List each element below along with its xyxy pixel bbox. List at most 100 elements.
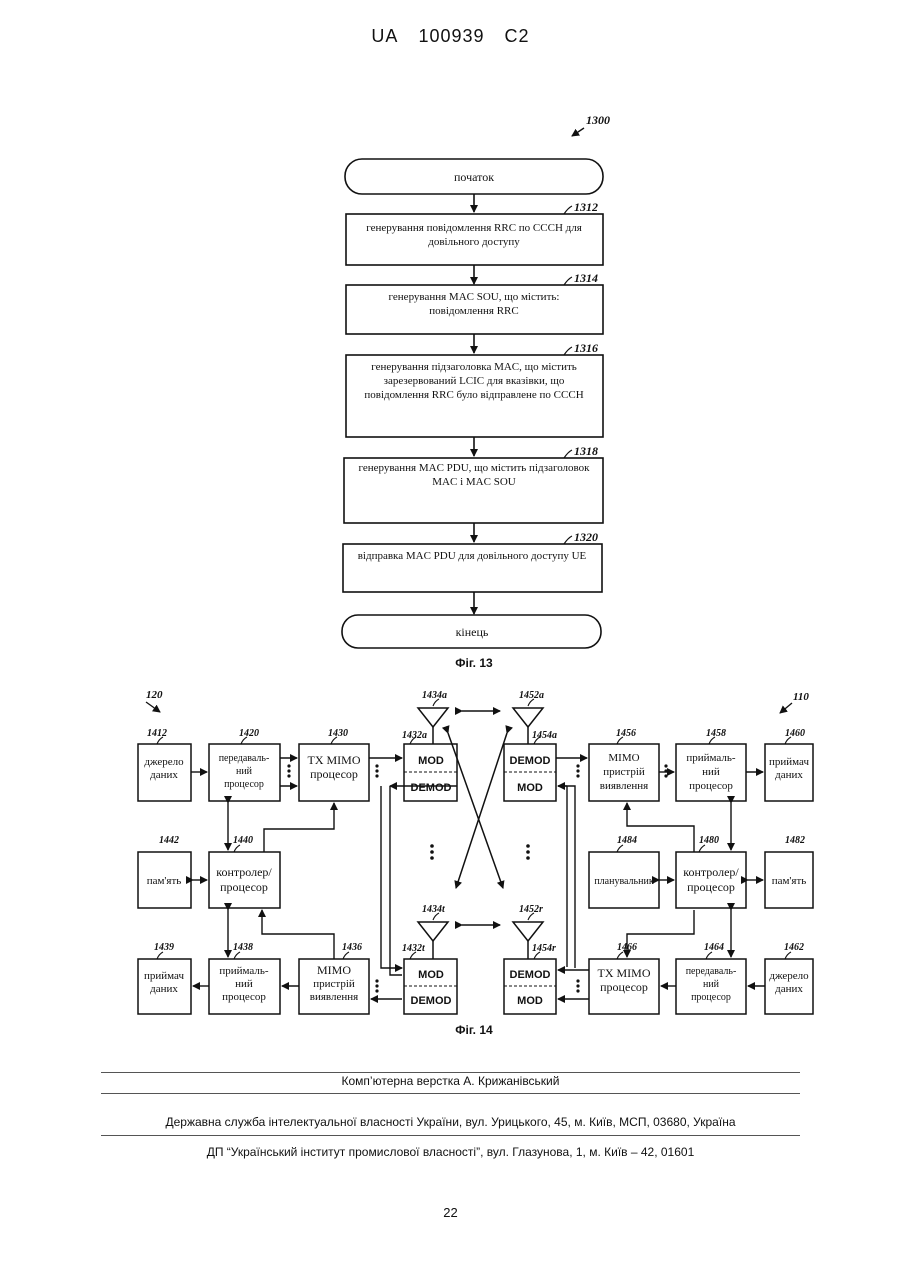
ref-tick: [564, 450, 572, 458]
link-diagonal: [456, 733, 507, 888]
step-text-line: повідомлення RRC: [429, 305, 518, 317]
wireless-links: [448, 711, 507, 925]
ref-label: 1460: [785, 728, 805, 739]
step-text-line: генерування MAC PDU, що містить підзагол…: [358, 462, 590, 474]
block-label: пристрій: [313, 978, 355, 990]
block-label: процесор: [310, 767, 358, 781]
block-label: даних: [150, 769, 178, 781]
block-label: планувальник: [594, 876, 654, 887]
ref-tick: [564, 206, 572, 214]
ref-label: 1464: [704, 942, 724, 953]
ref-label: 1420: [239, 728, 259, 739]
ref-label: 1482: [785, 835, 805, 846]
block-label: передаваль-: [686, 966, 737, 977]
flow-end-label: кінець: [456, 625, 489, 639]
step-ref: 1320: [574, 530, 598, 544]
step-ref: 1312: [574, 200, 598, 214]
block-label: процесор: [600, 980, 648, 994]
block-label: пам'ять: [772, 875, 807, 887]
block-label: приймаль-: [686, 752, 736, 764]
fig14-ref-right-arrow: [780, 703, 792, 713]
page-number: 22: [0, 1205, 901, 1220]
block-label: TX MIMO: [308, 753, 361, 767]
step-ref: 1314: [574, 271, 598, 285]
block-label: даних: [150, 983, 178, 995]
ref-tick: [564, 277, 572, 285]
block-label: контролер/: [683, 865, 739, 879]
block-label: джерело: [144, 756, 184, 768]
ref-numbers: 1412 1420 1430 1432a 1434a 1452a 1454a 1…: [147, 690, 805, 954]
block-label: MIMO: [608, 752, 639, 764]
flow-start-label: початок: [454, 170, 494, 184]
step-ref: 1316: [574, 341, 598, 355]
block-label: даних: [775, 983, 803, 995]
ref-label: 1480: [699, 835, 719, 846]
block-label: контролер/: [216, 865, 272, 879]
block-label: пристрій: [603, 766, 645, 778]
ref-label: 1462: [784, 942, 804, 953]
block-label: джерело: [769, 970, 809, 982]
block-label: DEMOD: [510, 969, 551, 981]
ref-label: 1442: [159, 835, 179, 846]
block-label: ний: [703, 979, 720, 990]
ref-label: 1454a: [532, 730, 557, 741]
ref-label: 1484: [617, 835, 637, 846]
ref-label: 1434a: [422, 690, 447, 701]
block-label: MOD: [418, 755, 444, 767]
footer-institute: ДП “Український інститут промислової вла…: [0, 1145, 901, 1159]
block-label: процесор: [687, 880, 735, 894]
block-label: MOD: [517, 995, 543, 1007]
block-label: процесор: [222, 991, 266, 1003]
step-text-line: генерування MAC SOU, що містить:: [389, 291, 560, 303]
block-label: MOD: [418, 969, 444, 981]
antenna-1434t: [418, 922, 448, 941]
block-labels: джерело даних передаваль- ний процесор T…: [144, 752, 809, 1007]
block-label: приймач: [144, 970, 184, 982]
block-label: процесор: [224, 779, 264, 790]
block-label: ний: [702, 766, 720, 778]
block-label: приймач: [769, 756, 809, 768]
footer-service: Державна служба інтелектуальної власност…: [0, 1115, 901, 1129]
fig14-diagram: 120 110: [138, 689, 813, 1037]
ref-label: 1454r: [532, 943, 556, 954]
ref-label: 1438: [233, 942, 253, 953]
ref-label: 1432t: [402, 943, 426, 954]
block-label: MIMO: [317, 963, 351, 977]
fig13-ref-arrow: [572, 128, 584, 136]
ref-tick: [564, 347, 572, 355]
ref-label: 1434t: [422, 904, 446, 915]
block-label: передаваль-: [219, 753, 270, 764]
step-text-line: MAC і MAC SOU: [432, 476, 515, 488]
fig14-ref-right: 110: [793, 691, 809, 703]
block-label: DEMOD: [411, 782, 452, 794]
ref-label: 1440: [233, 835, 253, 846]
step-ref: 1318: [574, 444, 598, 458]
footer-rule: [101, 1093, 800, 1094]
ref-label: 1430: [328, 728, 348, 739]
signal-connections: [191, 758, 765, 999]
block-label: DEMOD: [510, 755, 551, 767]
block-label: пам'ять: [147, 875, 182, 887]
ref-label: 1412: [147, 728, 167, 739]
ref-label: 1436: [342, 942, 362, 953]
block-label: даних: [775, 769, 803, 781]
ref-tick: [564, 536, 572, 544]
fig14-ref-left-arrow: [146, 702, 160, 712]
ref-label: 1439: [154, 942, 174, 953]
block-label: виявлення: [310, 991, 358, 1003]
step-text-line: генерування підзаголовка MAC, що містить: [371, 361, 577, 373]
ref-label: 1452r: [519, 904, 543, 915]
ref-label: 1432a: [402, 730, 427, 741]
block-label: процесор: [689, 780, 733, 792]
block-label: процесор: [220, 880, 268, 894]
step-text-line: відправка MAC PDU для довільного доступу…: [358, 550, 587, 562]
step-text-line: зарезервований LCIC для вказівки, що: [384, 375, 565, 387]
footer-rule: [101, 1072, 800, 1073]
block-label: MOD: [517, 782, 543, 794]
step-text-line: повідомлення RRC було відправлене по CCC…: [364, 389, 583, 401]
fig13-step-texts: 1312 генерування повідомлення RRC по CCC…: [358, 200, 598, 562]
step-text-line: генерування повідомлення RRC по CCCH для: [366, 222, 582, 234]
antenna-1452a: [513, 708, 543, 727]
footer-rule: [101, 1135, 800, 1136]
block-label: ний: [235, 978, 253, 990]
